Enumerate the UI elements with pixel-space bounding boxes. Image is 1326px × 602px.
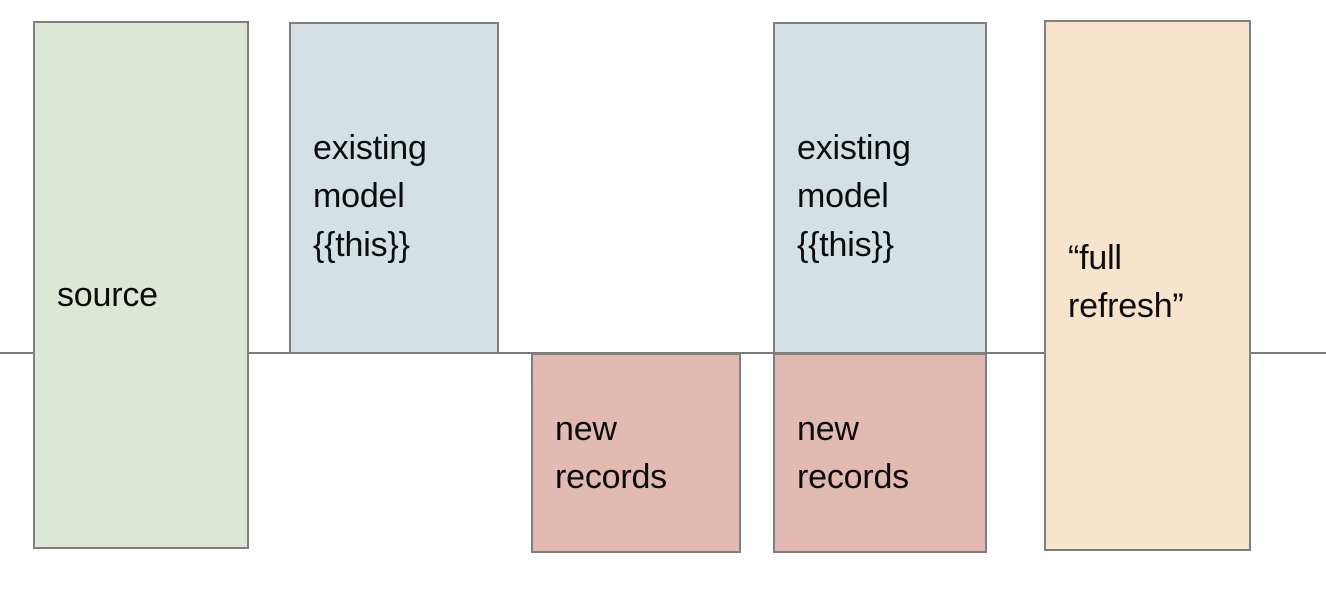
block-full-refresh[interactable]: “full refresh” (1044, 20, 1251, 551)
block-existing-model-1-label: existing model {{this}} (313, 129, 427, 264)
block-new-records-1-label: new records (555, 410, 667, 497)
block-source[interactable]: source (33, 21, 249, 549)
block-new-records-2-label: new records (797, 410, 909, 497)
block-full-refresh-label: “full refresh” (1068, 239, 1184, 326)
block-existing-model-2[interactable]: existing model {{this}} (773, 22, 987, 354)
block-existing-model-2-label: existing model {{this}} (797, 129, 911, 264)
block-existing-model-1[interactable]: existing model {{this}} (289, 22, 499, 354)
block-new-records-1[interactable]: new records (531, 353, 741, 553)
block-source-label: source (57, 276, 158, 314)
block-new-records-2[interactable]: new records (773, 353, 987, 553)
